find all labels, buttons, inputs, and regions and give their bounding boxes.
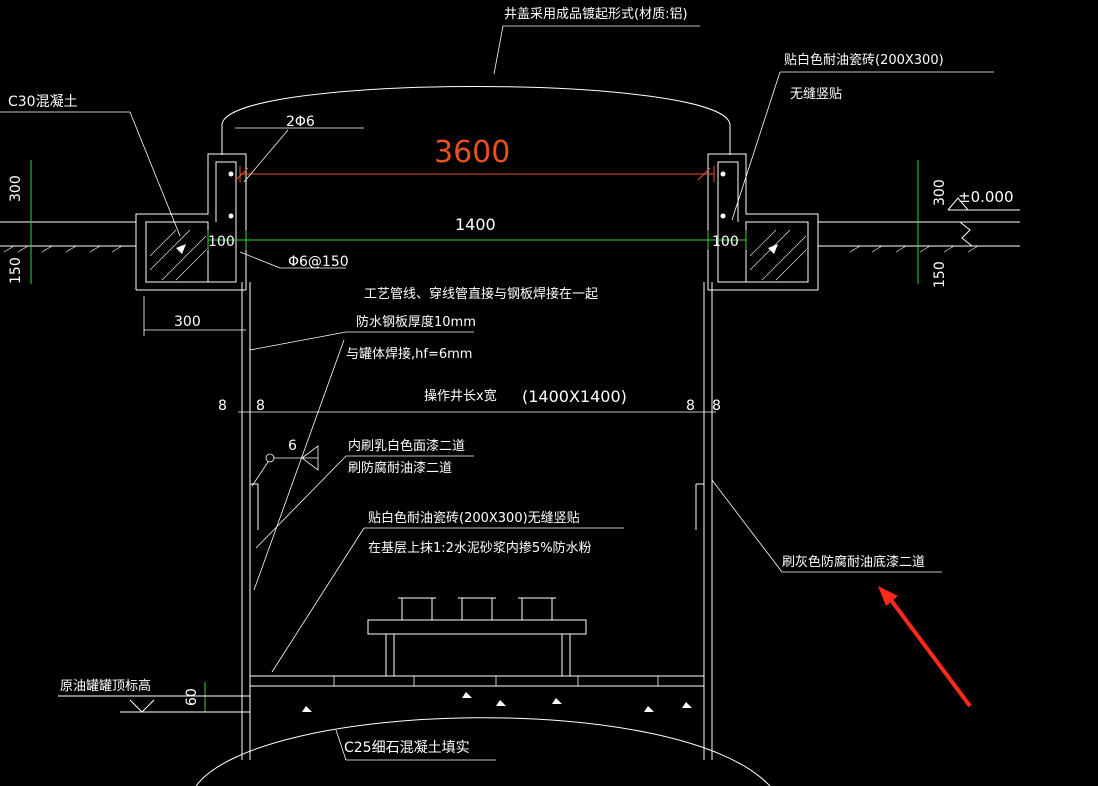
tile-right-note-2: 无缝竖贴 <box>790 87 842 102</box>
dim-150-left: 150 <box>8 257 24 284</box>
tank-top-label: 原油罐罐顶标高 <box>60 678 151 694</box>
note-outer-paint: 刷灰色防腐耐油底漆二道 <box>782 554 925 570</box>
c30-leader <box>129 111 181 237</box>
elevation-marker <box>947 197 1020 211</box>
ground-left <box>0 221 136 253</box>
note-mortar: 在基层上抹1:2水泥砂浆内掺5%防水粉 <box>368 540 592 556</box>
rebar-leader <box>243 129 289 183</box>
dim-1400: 1400 <box>455 215 496 234</box>
note-paint-2: 刷防腐耐油漆二道 <box>348 460 452 476</box>
paint-leader <box>255 455 347 549</box>
weld-leader <box>253 339 345 591</box>
tile-right-leader <box>731 71 781 221</box>
well-size-value: (1400X1400) <box>522 387 627 406</box>
dim-8-3: 8 <box>686 398 695 414</box>
manhole-cover <box>221 86 731 155</box>
dim-100-left: 100 <box>208 234 235 250</box>
left-collar <box>135 153 247 291</box>
note-weld: 与罐体焊接,hf=6mm <box>346 346 472 362</box>
cover-leader <box>493 25 504 75</box>
ground-right <box>818 221 1020 253</box>
dim-300-right: 300 <box>932 179 948 206</box>
red-arrow-icon <box>878 586 972 708</box>
cover-note: 井盖采用成品镀起形式(材质:铝) <box>504 6 688 22</box>
dim-300-bottom-line <box>143 296 246 336</box>
weld-symbol <box>251 445 319 487</box>
well-dimension <box>238 396 716 420</box>
dim-150-right: 150 <box>932 261 948 288</box>
dim-300-bottom: 300 <box>174 314 201 330</box>
right-collar <box>707 153 819 291</box>
dim-8-4: 8 <box>712 398 721 414</box>
dim-60: 60 <box>184 688 200 706</box>
floor-slab <box>250 675 704 712</box>
note-tile-inner: 贴白色耐油瓷砖(200X300)无缝竖贴 <box>368 510 580 526</box>
tile-inner-leader <box>271 527 365 673</box>
dim-8-1: 8 <box>218 398 227 414</box>
tank-top <box>58 695 771 786</box>
shaft-walls <box>241 282 713 760</box>
elevation-zero: ±0.000 <box>958 188 1014 206</box>
tile-right-note-1: 贴白色耐油瓷砖(200X300) <box>784 52 944 68</box>
green-dimensions <box>30 160 919 712</box>
red-dimension <box>235 166 715 182</box>
dim-3600: 3600 <box>434 135 510 170</box>
dim-100-right: 100 <box>712 234 739 250</box>
plate-leader <box>249 331 347 351</box>
note-plate: 防水钢板厚度10mm <box>356 314 476 330</box>
well-size-label: 操作井长x宽 <box>424 388 497 404</box>
note-pipe: 工艺管线、穿线管直接与钢板焊接在一起 <box>364 286 598 302</box>
phi6-leader <box>239 251 281 269</box>
c25-label: C25细石混凝土填实 <box>344 740 470 756</box>
c30-label: C30混凝土 <box>8 94 78 110</box>
rebar-2phi6: 2Φ6 <box>286 114 315 130</box>
dim-8-2: 8 <box>256 398 265 414</box>
equipment-flange <box>367 597 587 676</box>
note-paint-1: 内刷乳白色面漆二道 <box>348 438 465 454</box>
c25-leader <box>335 729 347 761</box>
weld-6: 6 <box>288 438 297 454</box>
dim-300-left: 300 <box>8 175 24 202</box>
rebar-phi6-150: Φ6@150 <box>288 254 349 270</box>
outer-paint-leader <box>711 479 783 573</box>
